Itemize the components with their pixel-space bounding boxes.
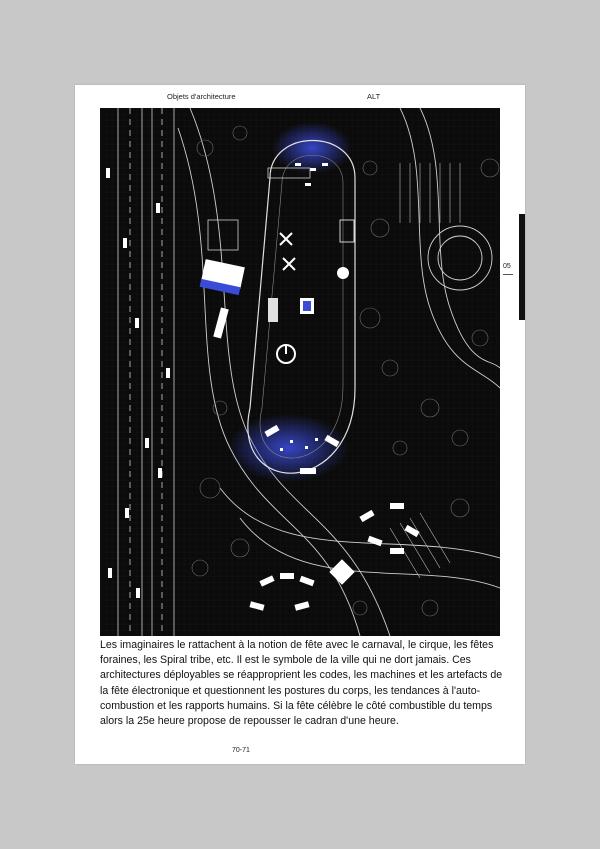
site-plan-drawing xyxy=(100,108,500,636)
lower-encampments xyxy=(249,503,420,611)
running-header-project: ALT xyxy=(367,92,381,101)
warehouse-building xyxy=(199,167,311,339)
highway-vehicles xyxy=(106,168,170,598)
festival-oval xyxy=(228,122,356,482)
chapter-number: 05 xyxy=(503,263,511,270)
book-page: Objets d'architecture ALT 05 xyxy=(75,85,525,764)
chapter-tab-bar xyxy=(519,214,525,320)
site-plan-figure xyxy=(100,108,500,636)
running-header-section: Objets d'architecture xyxy=(167,92,236,101)
body-paragraph: Les imaginaires le rattachent à la notio… xyxy=(100,639,503,728)
page-numbers: 70-71 xyxy=(232,747,250,754)
access-roads xyxy=(177,108,500,636)
festival-trucks xyxy=(264,163,340,474)
parking-rows xyxy=(389,163,461,579)
highway-lanes xyxy=(117,108,175,636)
chapter-number-underline xyxy=(503,274,513,275)
tree-symbols xyxy=(191,125,500,617)
